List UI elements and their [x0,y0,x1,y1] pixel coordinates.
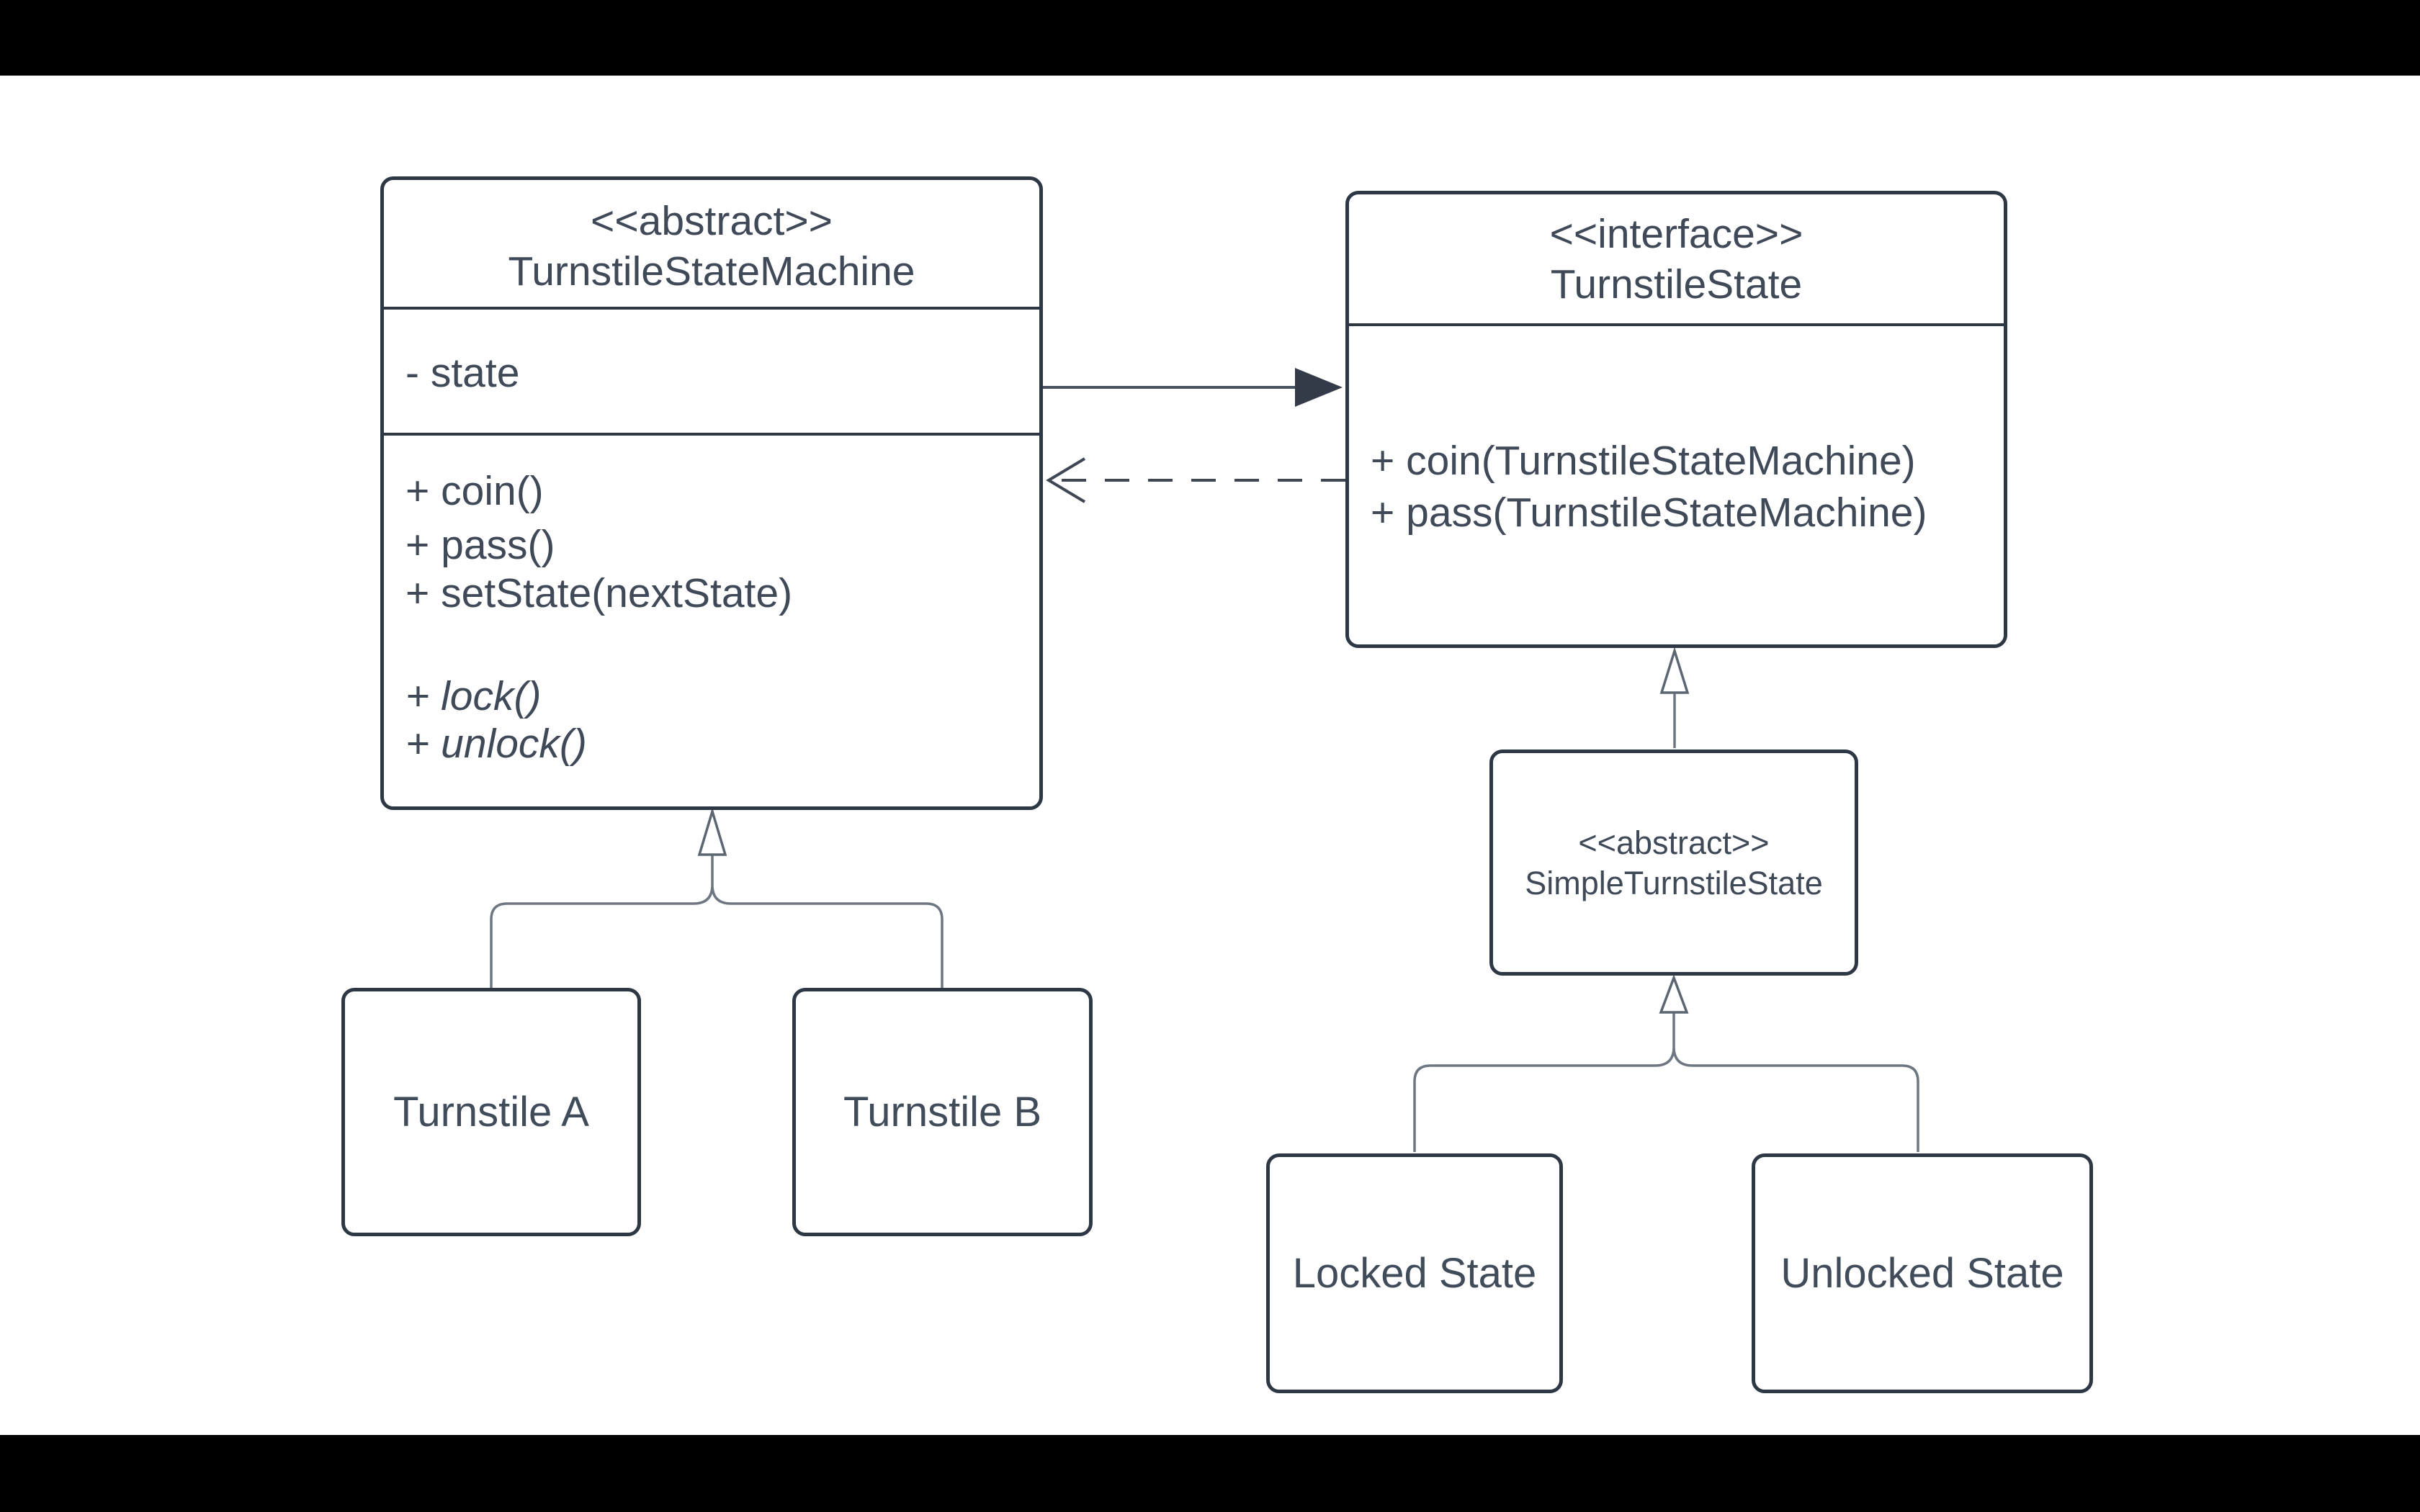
abstract-method-label: + lock() [405,673,542,719]
section-divider [1349,323,2004,326]
section-divider [384,307,1039,310]
stereotype-label: <<abstract>> [591,198,833,244]
stereotype-label: <<abstract>> [1578,824,1770,861]
class-box-locked-state: Locked State [1266,1153,1563,1393]
class-name: TurnstileState [1550,261,1803,307]
class-box-turnstile-state: <<interface>> TurnstileState + coin(Turn… [1345,191,2007,648]
class-box-turnstile-b: Turnstile B [792,988,1093,1236]
class-box-turnstile-a: Turnstile A [341,988,641,1236]
class-name: Turnstile A [393,1089,589,1135]
method-label: + pass() [405,522,555,568]
method-label: + coin(TurnstileStateMachine) [1371,438,1916,484]
class-name: Locked State [1292,1250,1537,1297]
method-label: + coin() [405,468,544,514]
class-box-simple-turnstile-state: <<abstract>> SimpleTurnstileState [1489,750,1858,976]
abstract-method-label: + unlock() [405,721,587,767]
method-label: + setState(nextState) [405,570,793,616]
class-name: TurnstileStateMachine [508,248,915,294]
method-label: + pass(TurnstileStateMachine) [1371,490,1927,536]
class-box-unlocked-state: Unlocked State [1752,1153,2093,1393]
class-name: Turnstile B [843,1089,1042,1135]
class-name: Unlocked State [1780,1250,2064,1297]
stereotype-label: <<interface>> [1549,211,1803,257]
class-name: SimpleTurnstileState [1525,865,1823,901]
attribute-label: - state [405,350,520,396]
class-box-turnstile-state-machine: <<abstract>> TurnstileStateMachine - sta… [380,176,1043,810]
section-divider [384,433,1039,436]
